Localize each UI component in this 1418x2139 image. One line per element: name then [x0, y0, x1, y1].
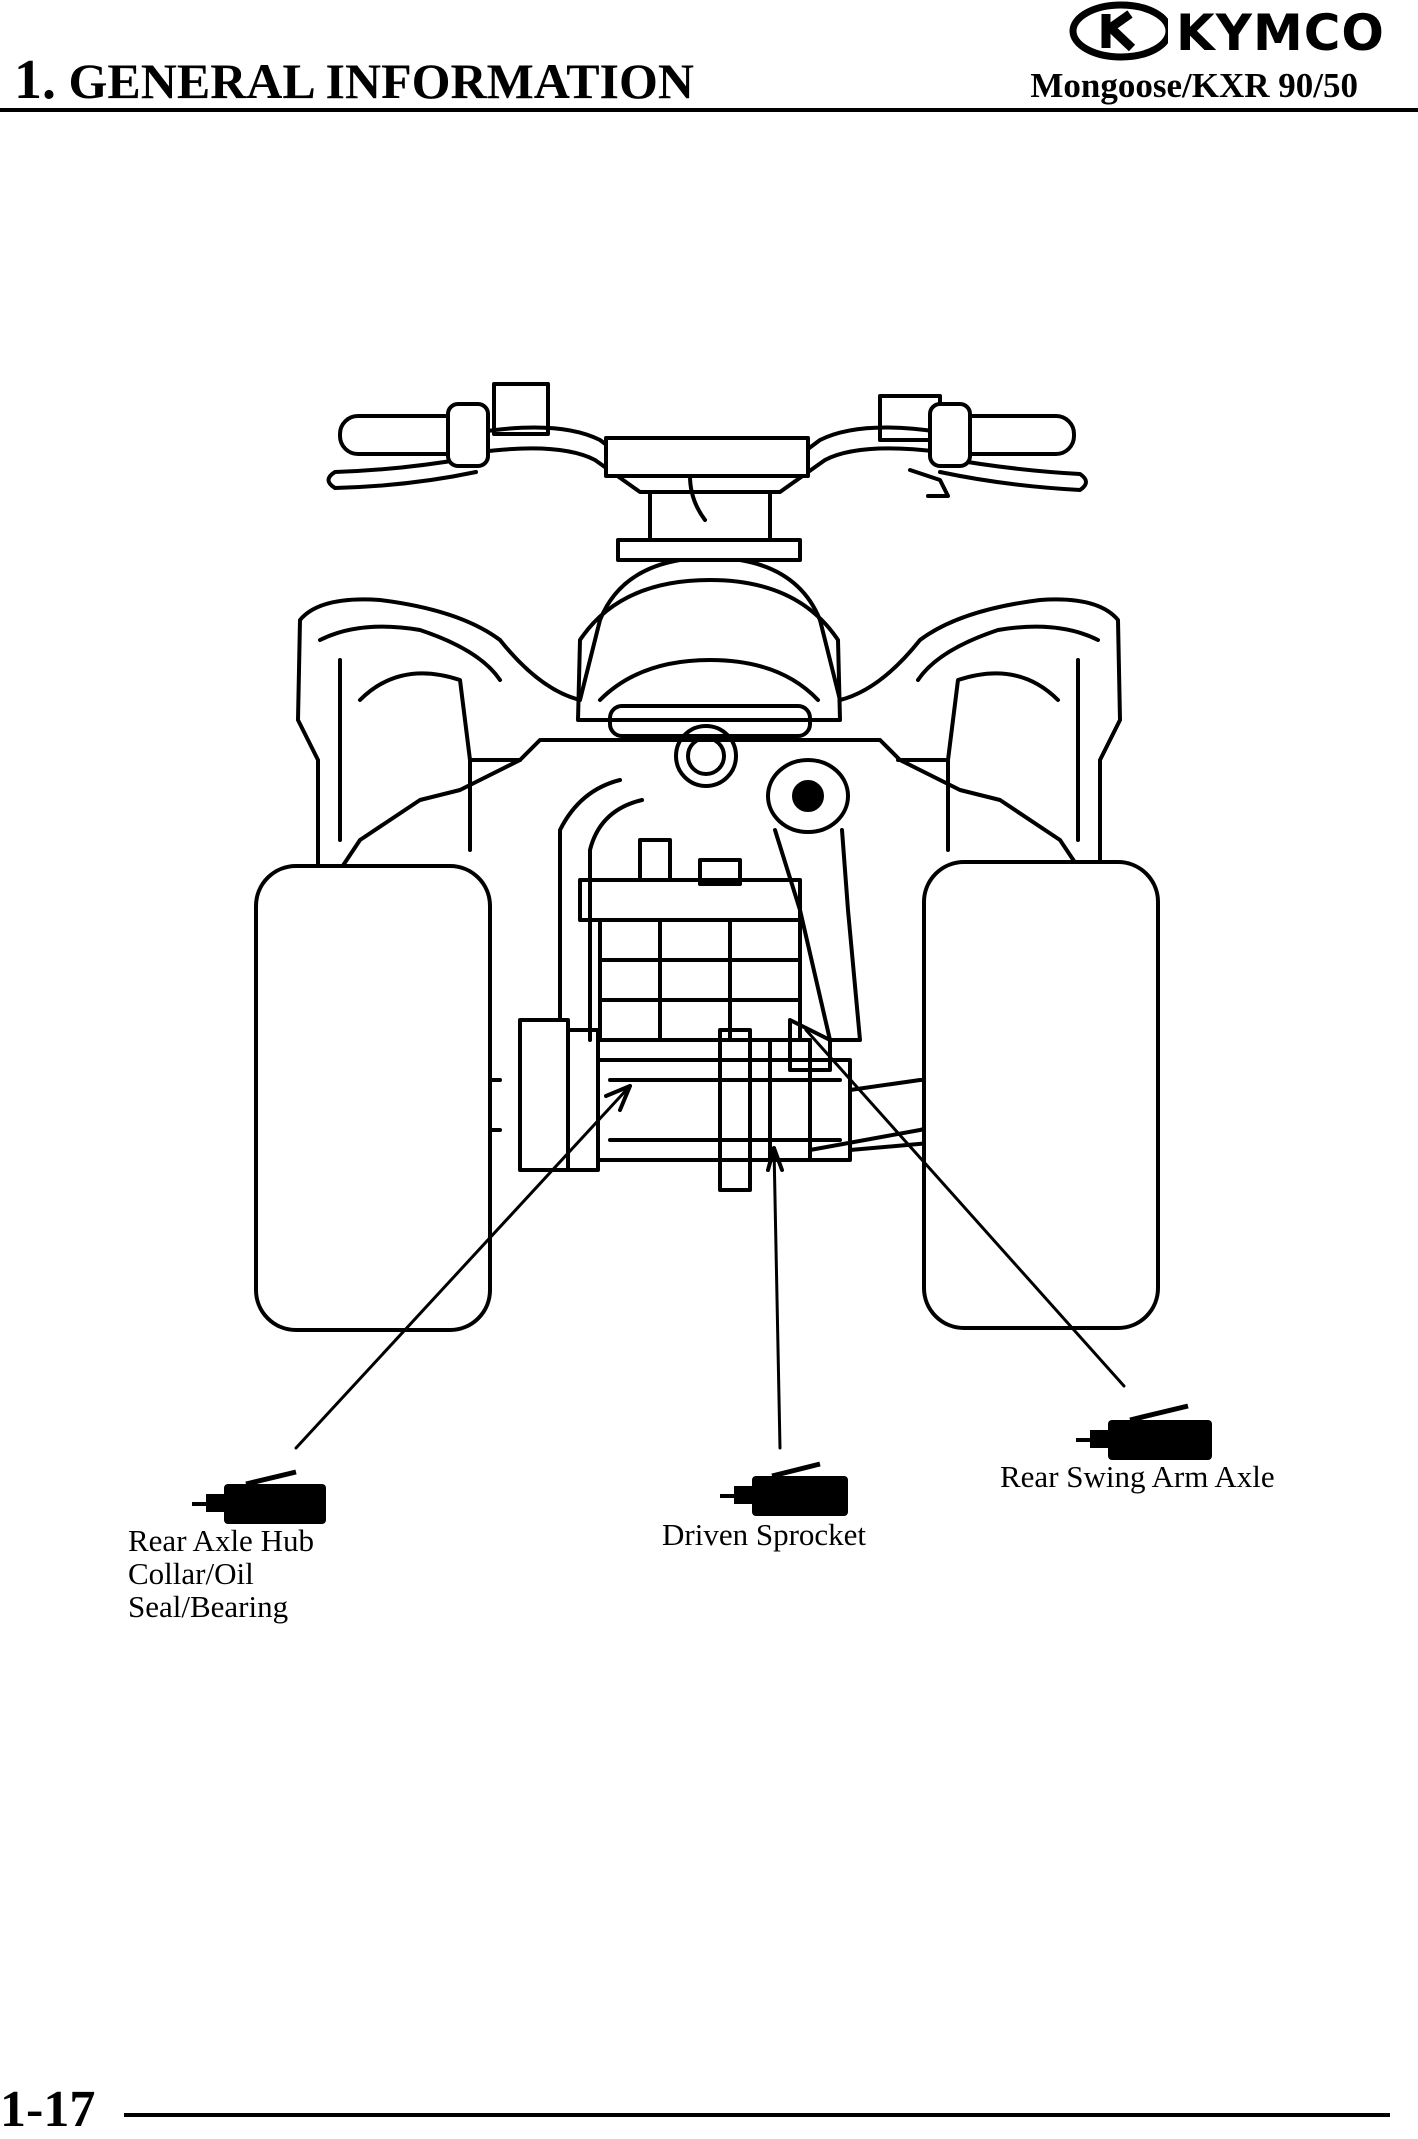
section-title: GENERAL INFORMATION: [68, 53, 695, 109]
grease-gun-icon: [720, 1461, 848, 1516]
page-section-title: 1. GENERAL INFORMATION: [14, 48, 694, 112]
rear-wheels: [254, 860, 1160, 1332]
atv-body: [296, 558, 1122, 1192]
section-number: 1.: [14, 49, 56, 111]
callout-line: Rear Axle Hub: [128, 1523, 314, 1558]
brand-logo: KYMCO: [1068, 0, 1418, 64]
callout-rear-swing-arm-axle: Rear Swing Arm Axle: [1000, 1459, 1275, 1494]
footer-divider: [124, 2113, 1390, 2117]
callout-rear-axle-hub: Rear Axle Hub Collar/Oil Seal/Bearing: [128, 1524, 314, 1623]
callout-driven-sprocket: Driven Sprocket: [662, 1517, 867, 1552]
callout-line: Seal/Bearing: [128, 1589, 289, 1624]
callout-line: Collar/Oil: [128, 1556, 254, 1591]
grease-gun-icon: [1076, 1403, 1212, 1460]
brand-name: KYMCO: [1176, 4, 1385, 62]
callout-leaders: [294, 1028, 1126, 1450]
header-divider: [0, 108, 1418, 112]
handlebar: [326, 382, 1088, 562]
model-name: Mongoose/KXR 90/50: [1030, 66, 1358, 105]
grease-gun-icon: [192, 1469, 326, 1524]
kymco-logo-icon: [1069, 1, 1168, 61]
page-number: 1-17: [0, 2081, 96, 2138]
